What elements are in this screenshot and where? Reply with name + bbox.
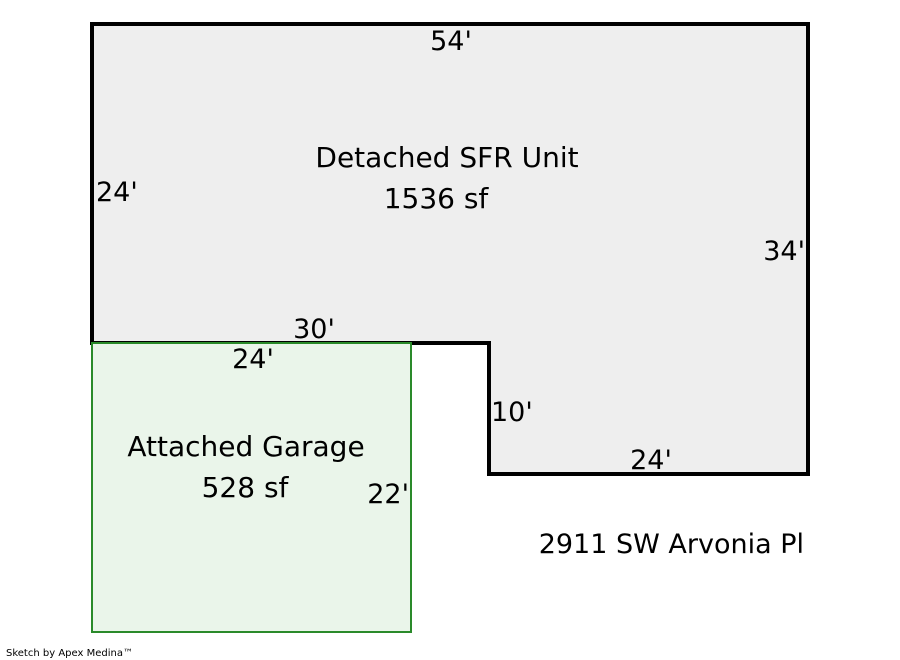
house-name-label: Detached SFR Unit — [315, 141, 578, 174]
garage-name-label: Attached Garage — [127, 430, 364, 463]
garage-outline — [91, 342, 412, 633]
house-bottom-dimension: 24' — [630, 445, 672, 476]
house-inner-side-dimension: 10' — [491, 397, 533, 428]
house-left-dimension: 24' — [96, 177, 138, 208]
house-area-label: 1536 sf — [384, 182, 490, 215]
garage-area-label: 528 sf — [202, 471, 290, 504]
house-top-dimension: 54' — [430, 26, 472, 57]
garage-right-dimension: 22' — [367, 479, 409, 510]
sketch-credit: Sketch by Apex Medina™ — [6, 648, 133, 659]
garage-top-dimension: 24' — [232, 344, 274, 375]
house-inner-top-dimension: 30' — [293, 314, 335, 345]
property-address: 2911 SW Arvonia Pl — [539, 529, 804, 560]
house-right-dimension: 34' — [763, 236, 805, 267]
